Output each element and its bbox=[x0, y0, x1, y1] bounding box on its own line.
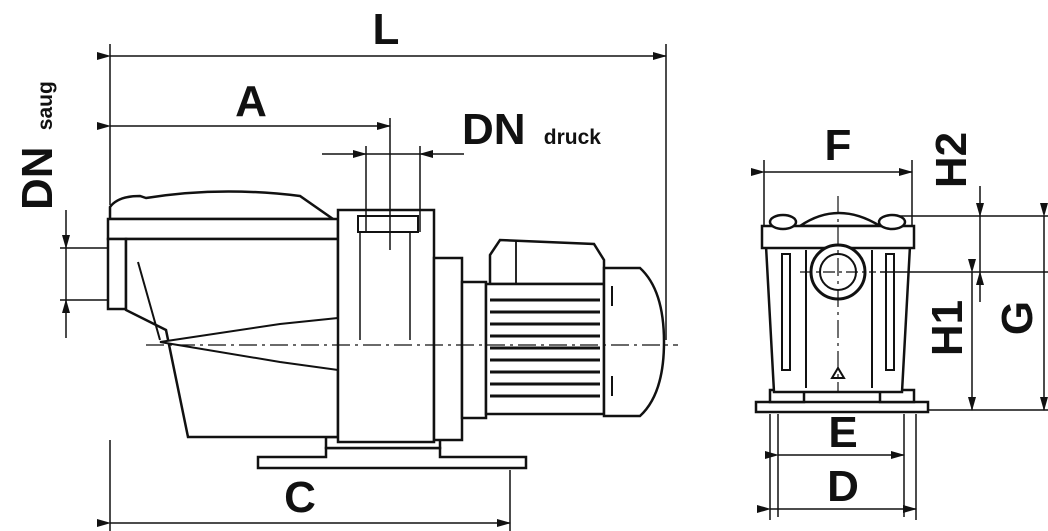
dimension-label-dn-saug: DN saug bbox=[13, 81, 62, 210]
dimension-label-F: F bbox=[825, 121, 852, 170]
dimension-label-E: E bbox=[828, 408, 857, 457]
pump-side-view bbox=[106, 190, 666, 470]
dimension-label-A: A bbox=[235, 77, 267, 126]
dn-saug-main: DN bbox=[13, 146, 62, 210]
pump-front-view bbox=[754, 211, 930, 414]
dimension-label-H2: H2 bbox=[927, 132, 976, 188]
dimension-label-G: G bbox=[993, 301, 1042, 335]
dn-druck-main: DN bbox=[462, 105, 526, 154]
dn-druck-subscript: druck bbox=[544, 126, 602, 149]
dimension-label-L: L bbox=[373, 5, 400, 54]
dimension-label-D: D bbox=[827, 462, 859, 511]
dimension-label-H1: H1 bbox=[923, 300, 972, 356]
motor-cooling-fins bbox=[490, 298, 600, 398]
dimension-label-C: C bbox=[284, 473, 316, 522]
dn-saug-subscript: saug bbox=[34, 81, 57, 130]
dimension-lines-side bbox=[60, 44, 667, 531]
dimension-label-dn-druck: DN druck bbox=[462, 105, 601, 154]
dimension-lines-front bbox=[751, 160, 1048, 520]
